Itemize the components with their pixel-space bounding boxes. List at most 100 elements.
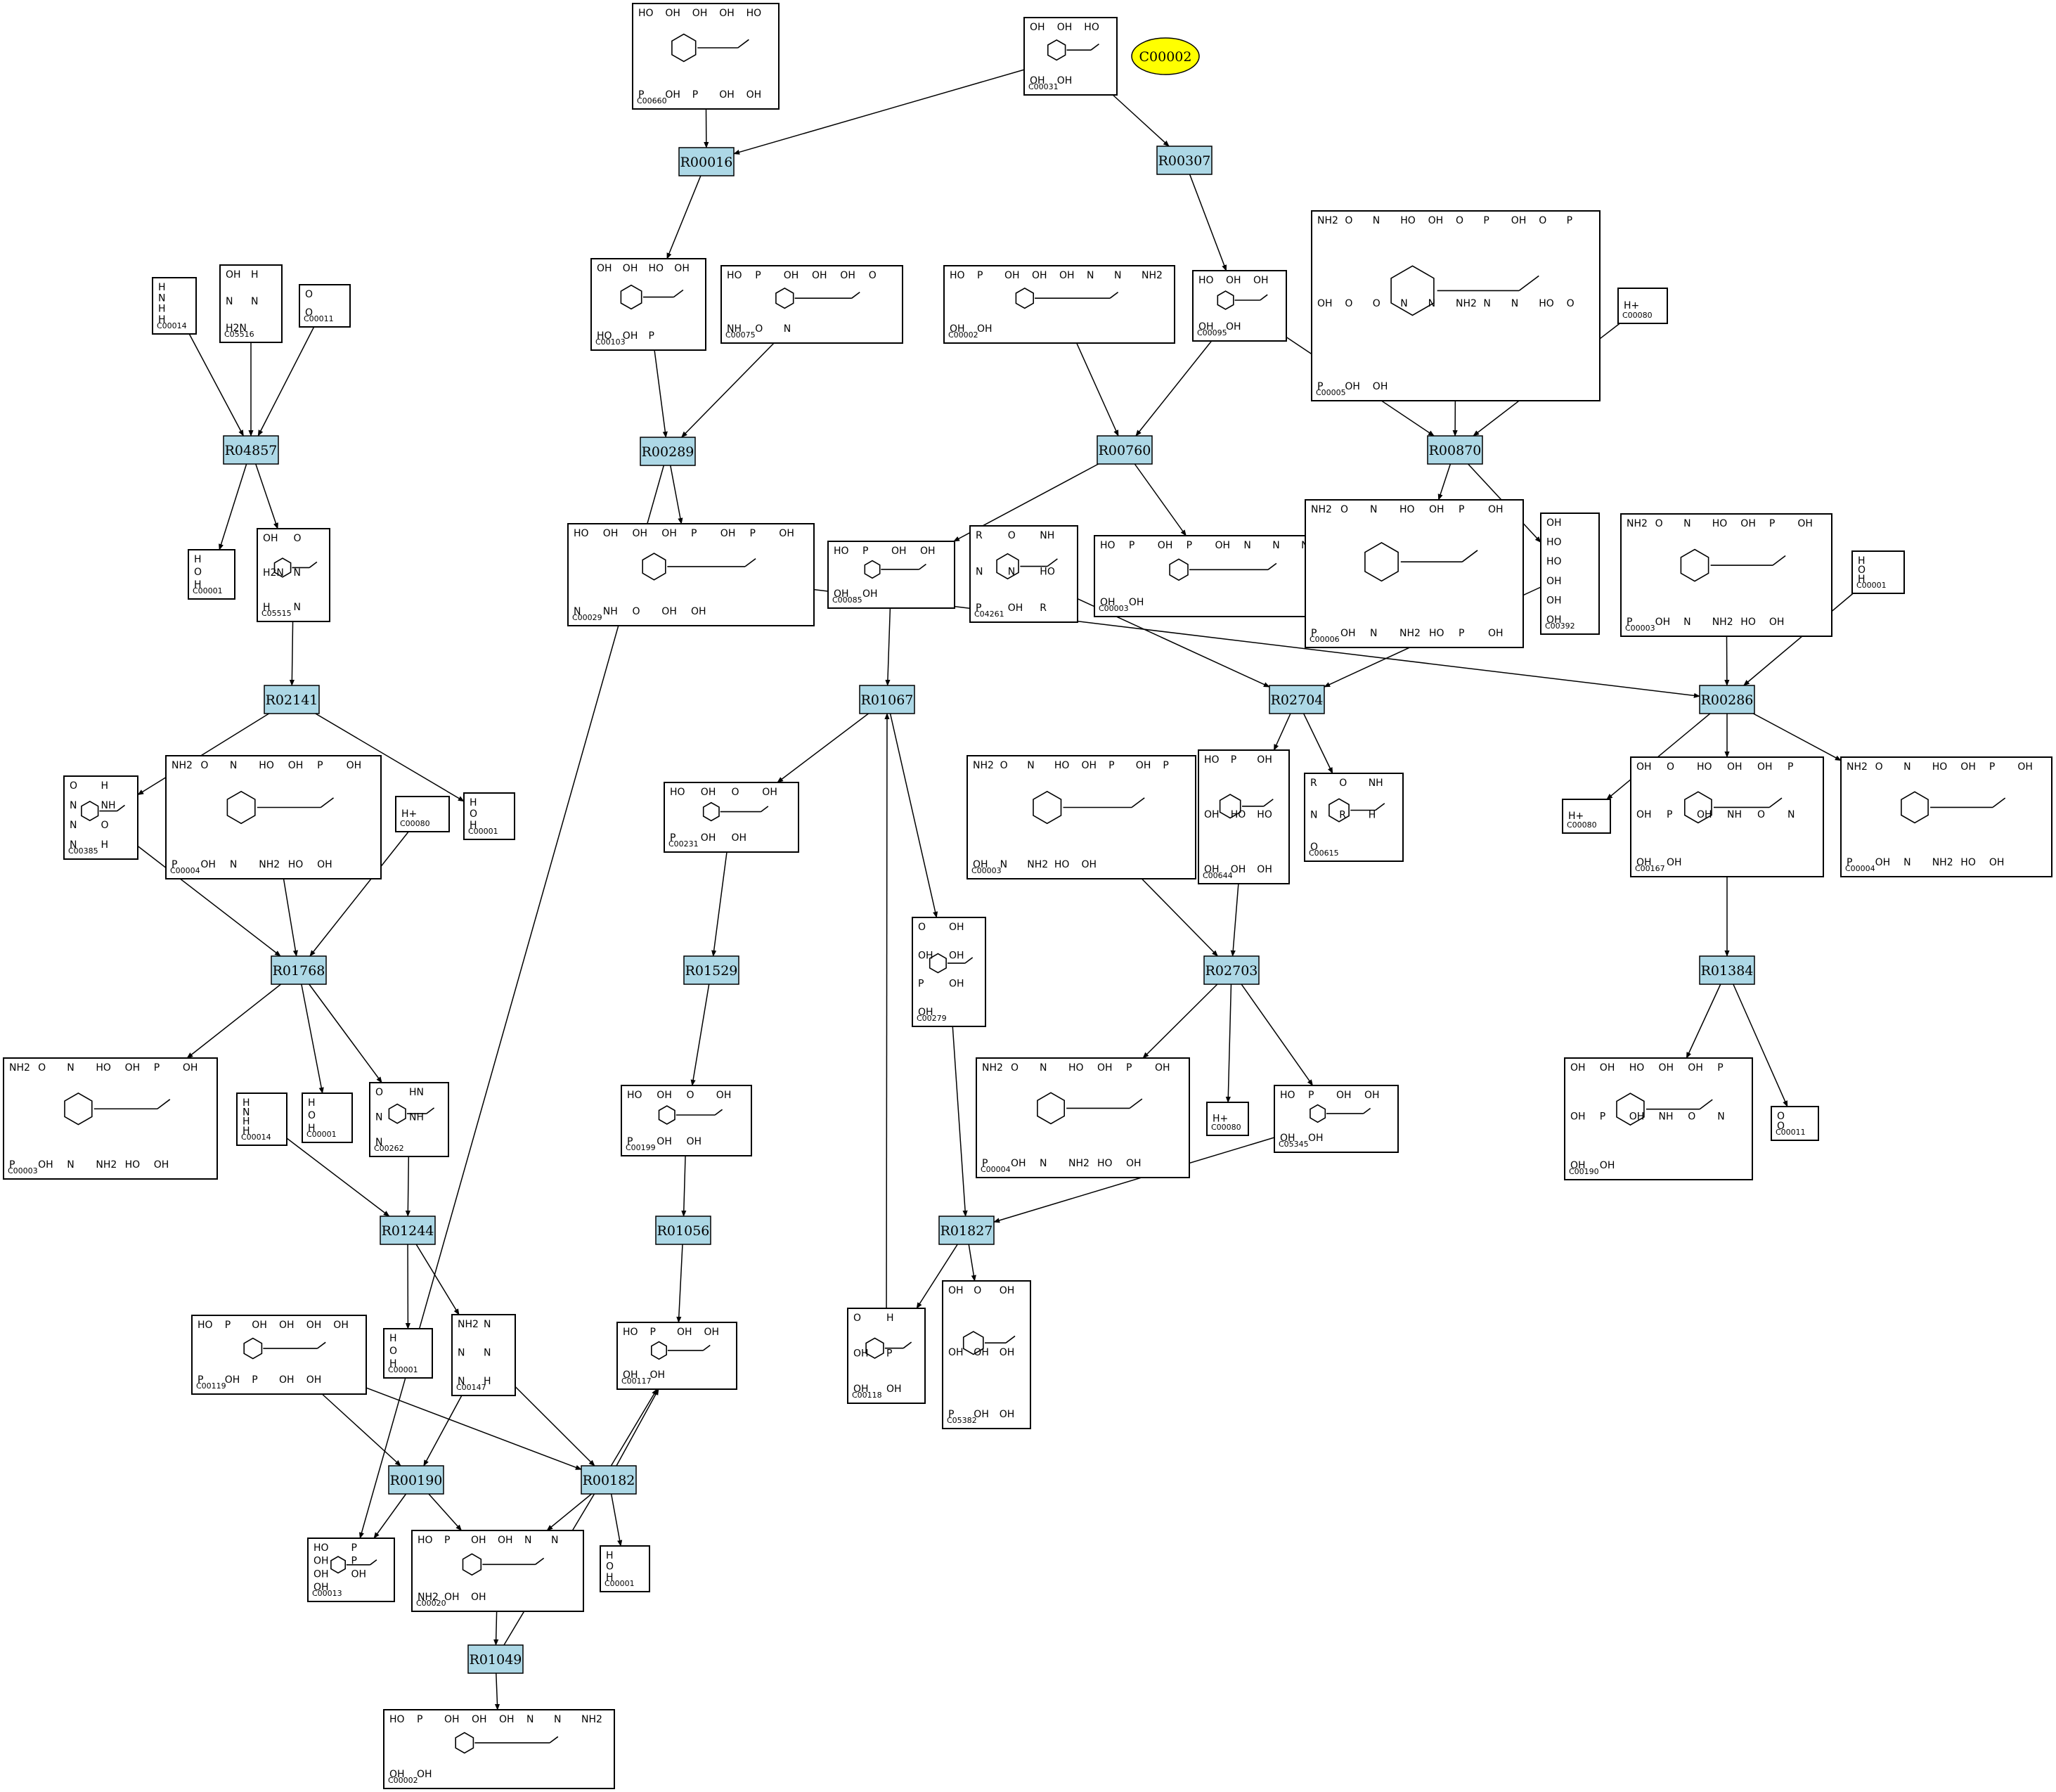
compound-box[interactable] [299, 284, 351, 328]
compound-node[interactable]: H+C00080 [395, 796, 450, 832]
compound-box[interactable] [1192, 270, 1287, 342]
reaction-box[interactable] [223, 435, 279, 465]
reaction-node[interactable]: R00182 [581, 1465, 637, 1495]
reaction-box[interactable] [1269, 685, 1325, 714]
compound-box[interactable] [616, 1322, 737, 1390]
compound-box[interactable] [942, 1280, 1031, 1429]
compound-box[interactable] [720, 265, 903, 344]
reaction-box[interactable] [467, 1644, 524, 1674]
reaction-box[interactable] [581, 1465, 637, 1495]
compound-box[interactable] [188, 549, 235, 600]
reaction-node[interactable]: R00307 [1156, 146, 1213, 175]
compound-box[interactable] [1304, 773, 1404, 862]
reaction-node[interactable]: R01529 [683, 955, 739, 985]
reaction-node[interactable]: R01827 [938, 1216, 995, 1245]
compound-box[interactable] [976, 1057, 1190, 1178]
reaction-node[interactable]: R02703 [1203, 955, 1260, 985]
reaction-box[interactable] [388, 1465, 444, 1495]
compound-box[interactable] [1564, 1057, 1753, 1180]
compound-box[interactable] [3, 1057, 218, 1180]
compound-box[interactable] [969, 525, 1078, 623]
reaction-node[interactable]: R01049 [467, 1644, 524, 1674]
compound-box[interactable] [827, 541, 955, 609]
reaction-box[interactable] [678, 147, 735, 176]
reaction-node[interactable]: R00760 [1097, 435, 1153, 465]
compound-box[interactable] [1305, 499, 1524, 648]
compound-box[interactable] [632, 3, 780, 110]
reaction-box[interactable] [640, 437, 696, 466]
compound-box[interactable] [165, 755, 382, 879]
compound-box[interactable] [63, 775, 138, 860]
compound-box[interactable] [152, 277, 197, 335]
compound-box[interactable] [383, 1328, 433, 1379]
compound-box[interactable] [1198, 749, 1290, 884]
compound-box[interactable] [847, 1308, 926, 1404]
compound-box[interactable] [257, 528, 330, 622]
compound-box[interactable] [590, 258, 706, 351]
compound-box[interactable] [219, 264, 283, 343]
compound-box[interactable] [621, 1085, 752, 1156]
reaction-box[interactable] [655, 1216, 711, 1245]
compound-box[interactable] [383, 1709, 615, 1789]
compound-box[interactable] [912, 917, 986, 1027]
highlight-compound-ellipse[interactable] [1131, 37, 1200, 75]
compound-box[interactable] [302, 1092, 353, 1143]
reaction-node[interactable]: R01244 [380, 1216, 436, 1245]
compound-box[interactable] [411, 1530, 584, 1612]
compound-node[interactable]: H+C00080 [1617, 288, 1668, 324]
reaction-node[interactable]: R00289 [640, 437, 696, 466]
compound-node[interactable]: H+C00080 [1206, 1102, 1249, 1136]
compound-box[interactable] [1562, 799, 1611, 834]
compound-box[interactable] [966, 755, 1196, 879]
reaction-node[interactable]: R00870 [1427, 435, 1483, 465]
compound-box[interactable] [1023, 17, 1118, 96]
reaction-node[interactable]: R02704 [1269, 685, 1325, 714]
reaction-node[interactable]: R01384 [1699, 955, 1755, 985]
compound-box[interactable] [451, 1314, 516, 1396]
compound-box[interactable] [395, 796, 450, 832]
compound-box[interactable] [943, 265, 1175, 344]
reaction-node[interactable]: R01056 [655, 1216, 711, 1245]
compound-box[interactable] [1851, 550, 1905, 594]
compound-box[interactable] [1620, 513, 1832, 637]
compound-box[interactable] [600, 1545, 650, 1592]
compound-node[interactable]: H+C00080 [1562, 799, 1611, 834]
reaction-node[interactable]: R02141 [264, 685, 320, 714]
